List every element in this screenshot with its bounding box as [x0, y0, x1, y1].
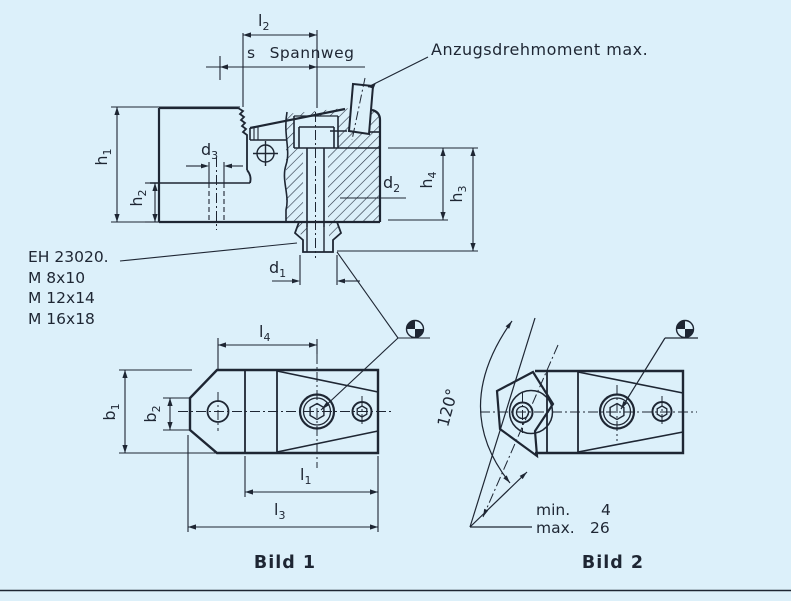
dim-label-d2: d2 — [383, 173, 401, 196]
stud-outline — [293, 221, 343, 253]
dim-label-l4: l4 — [259, 322, 271, 345]
section-centerlines — [216, 112, 316, 258]
torque-note: Anzugsdrehmoment max. — [431, 40, 649, 59]
dim-label-h1: h1 — [92, 148, 114, 166]
section-view — [111, 30, 478, 411]
dim-label-b1: b1 — [100, 403, 122, 421]
dim-label-l1: l1 — [300, 465, 312, 488]
max-label: max. — [536, 519, 575, 537]
dim-label-d1: d1 — [269, 258, 287, 281]
datum-target-icon — [405, 319, 425, 339]
min-label: min. — [536, 501, 571, 519]
bild2-angle-and-leaders — [469, 317, 698, 528]
datum-target-icon-2 — [675, 319, 695, 339]
dim-label-h3: h3 — [447, 185, 469, 203]
clamp-screw — [347, 77, 375, 141]
order-note-line3: M 12x14 — [28, 289, 95, 307]
clamp-body-outline — [249, 107, 382, 227]
bild1-arrowheads — [122, 342, 378, 530]
min-value: 4 — [601, 501, 611, 519]
dim-label-l2: l2 — [258, 11, 270, 34]
bild2-arrowheads — [483, 321, 628, 517]
position-symbol-icon — [253, 141, 278, 166]
bild2-centerlines — [480, 344, 697, 518]
dim-label-b2: b2 — [141, 405, 163, 423]
bild1-view — [119, 338, 392, 532]
section-dimensions — [111, 30, 478, 411]
order-note-line1: EH 23020. — [28, 248, 109, 266]
dim-label-h2: h2 — [127, 189, 149, 207]
bild1-centerlines — [178, 354, 392, 468]
dim-label-h4: h4 — [417, 171, 439, 189]
max-value: 26 — [590, 519, 610, 537]
order-note-line4: M 16x18 — [28, 309, 95, 328]
bild2-view — [469, 317, 698, 528]
order-notes: EH 23020. M 8x10 M 12x14 M 16x18 — [28, 247, 109, 329]
bild1-caption: Bild 1 — [253, 553, 317, 573]
order-note-line2: M 8x10 — [28, 268, 86, 287]
dim-label-l3: l3 — [274, 500, 286, 523]
dim-label-d3: d3 — [201, 140, 219, 163]
workpiece-outline — [150, 106, 380, 224]
bild2-caption: Bild 2 — [581, 553, 645, 573]
